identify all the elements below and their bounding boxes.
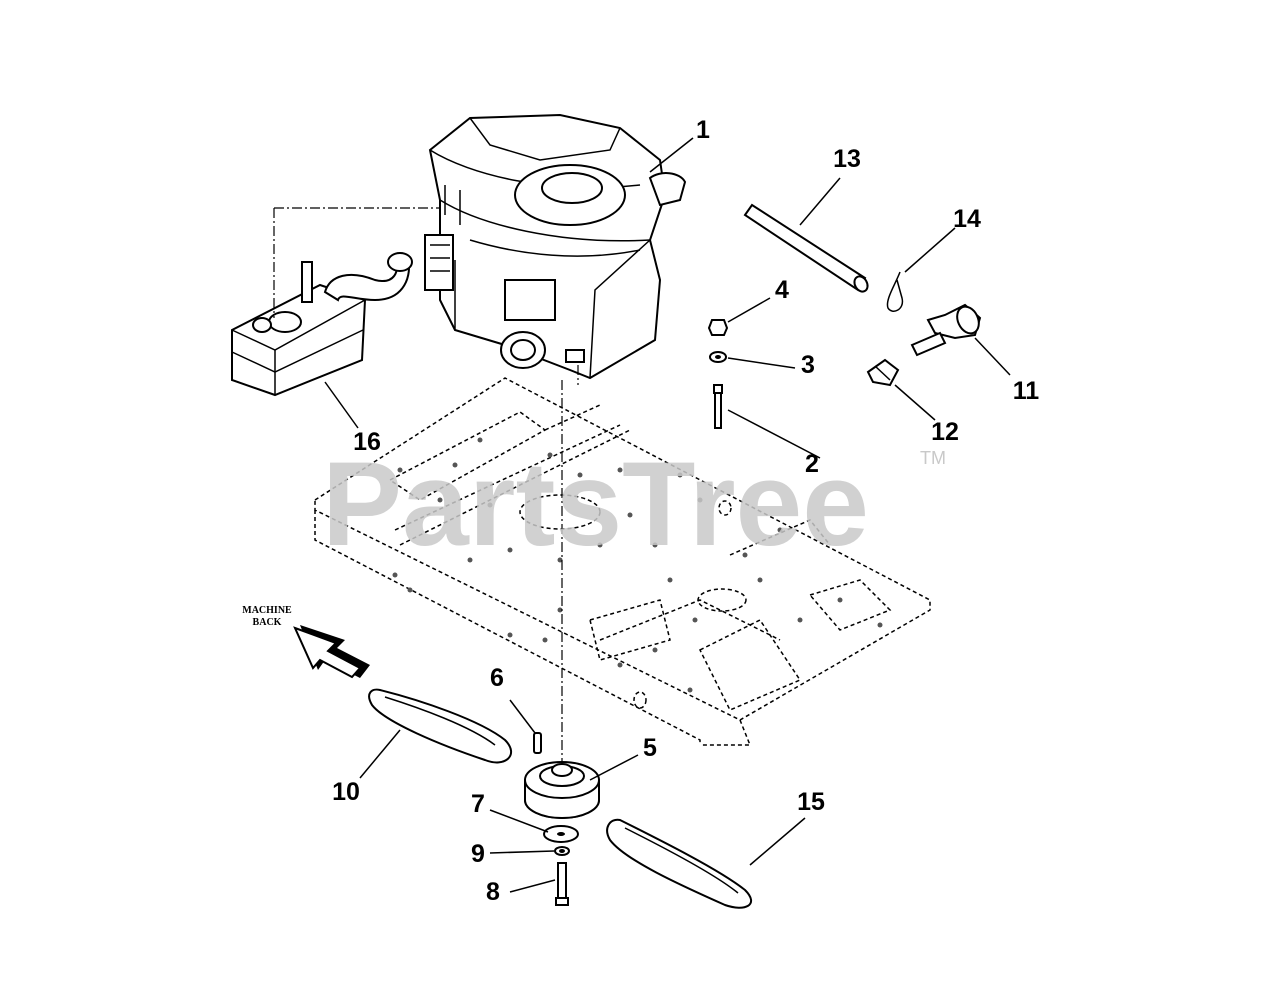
orientation-label-machine: MACHINE [242,605,292,616]
callout-12: 12 [931,418,959,446]
watermark-trademark: TM [920,448,946,468]
fitting-12 [866,358,900,387]
leader-lines [324,137,1011,893]
callout-7: 7 [471,790,485,818]
centerlines [273,207,579,765]
callout-16: 16 [353,428,381,456]
fuel-fitting-11 [910,303,982,357]
nut-4 [707,319,729,336]
muffler [231,252,413,397]
callout-1: 1 [696,116,710,144]
engine [424,113,687,380]
belt-15 [606,818,753,909]
frame-holes [392,437,883,693]
callout-3: 3 [801,351,815,379]
callout-4: 4 [775,276,789,304]
bolt-8 [555,862,569,906]
chassis-frame [314,377,931,746]
callout-labels: 1 2 3 4 5 6 7 8 9 10 11 12 13 14 15 16 [332,116,1039,906]
washer-7 [543,825,579,843]
callout-6: 6 [490,664,504,692]
callout-5: 5 [643,734,657,762]
callout-9: 9 [471,840,485,868]
callout-2: 2 [805,450,819,478]
bolt-2 [713,384,723,429]
callout-13: 13 [833,145,861,173]
callout-15: 15 [797,788,825,816]
watermark: PartsTree [322,437,869,571]
lock-washer-9 [554,846,570,856]
orientation-label-back: BACK [253,617,282,628]
machine-back-arrow [293,625,370,679]
callout-11: 11 [1013,377,1040,405]
key-6 [533,732,542,754]
callout-14: 14 [953,205,981,233]
washer-3 [709,351,727,363]
hose-clamp-14 [886,271,904,312]
belt-10 [368,688,513,764]
pulley-5 [524,761,600,819]
fuel-hose-13 [743,203,869,293]
callout-10: 10 [332,778,360,806]
callout-8: 8 [486,878,500,906]
